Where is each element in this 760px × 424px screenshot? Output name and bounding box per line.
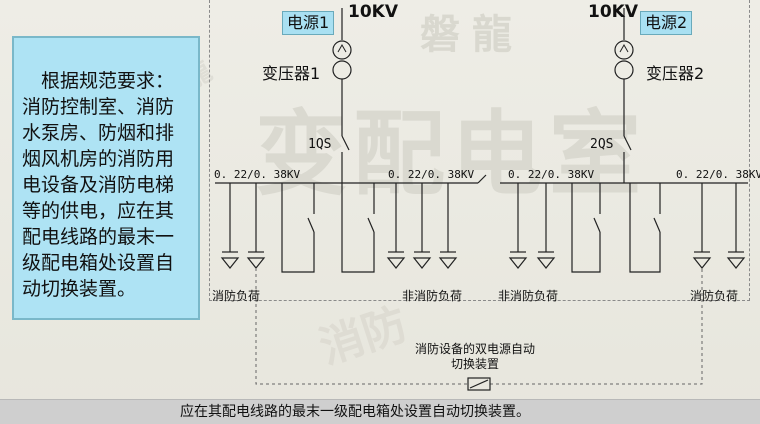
- ats-left-lead: [255, 268, 468, 385]
- source2-voltage: 10KV: [588, 2, 638, 22]
- footer-bar: 应在其配电线路的最末一级配电箱处设置自动切换装置。: [0, 399, 760, 424]
- feeder-loop-4: [629, 183, 661, 273]
- bus-voltage-1: 0. 22/0. 38KV: [214, 168, 301, 181]
- bus-voltage-4: 0. 22/0. 38KV: [676, 168, 760, 181]
- footer-note: 应在其配电线路的最末一级配电箱处设置自动切换装置。: [180, 404, 530, 420]
- feeder-switch-3: [593, 217, 601, 233]
- load-label-nonfire-2: 非消防负荷: [498, 289, 559, 303]
- switch-1qs-label: 1QS: [308, 137, 332, 152]
- load-fire-left-a: [220, 257, 240, 269]
- load-nonfire-2b: [536, 257, 556, 269]
- transformer1-arrow: [337, 43, 347, 53]
- ats-device: [467, 377, 491, 391]
- load-fire-right-a: [692, 257, 712, 269]
- requirement-body: 消防控制室、消防水泵房、防烟和排烟风机房的消防用电设备及消防电梯等的供电，应在其…: [22, 96, 175, 300]
- transformer2-label: 变压器2: [646, 64, 705, 83]
- diagram-panel: [209, 0, 750, 301]
- load-label-nonfire-1: 非消防负荷: [402, 289, 463, 303]
- ats-caption-line2: 切换装置: [450, 357, 499, 371]
- ats-caption-line1: 消防设备的双电源自动: [414, 342, 535, 356]
- load-nonfire-2a: [508, 257, 528, 269]
- transformer1-upper-winding: [332, 40, 352, 60]
- bus-tie-switch: [477, 174, 487, 184]
- transformer2-lower-winding: [614, 60, 634, 80]
- ats-right-lead: [490, 268, 703, 385]
- transformer2-upper-winding: [614, 40, 634, 60]
- ats-caption: 消防设备的双电源自动 切换装置: [400, 342, 550, 372]
- feeder-loop-2: [341, 183, 375, 273]
- feeder-switch-2: [367, 217, 375, 233]
- transformer1-label: 变压器1: [262, 64, 321, 83]
- load-label-fire-right: 消防负荷: [690, 289, 739, 303]
- bus-voltage-2: 0. 22/0. 38KV: [388, 168, 475, 181]
- source1-voltage: 10KV: [348, 2, 398, 22]
- transformer1-lower-winding: [332, 60, 352, 80]
- ats-contact: [469, 379, 489, 389]
- load-label-fire-left: 消防负荷: [212, 289, 261, 303]
- switch-2qs-label: 2QS: [590, 137, 614, 152]
- switch-2qs: [623, 135, 632, 151]
- feeder-loop-3: [571, 183, 601, 273]
- load-fire-left-b: [246, 257, 266, 269]
- bus-voltage-3: 0. 22/0. 38KV: [508, 168, 595, 181]
- source1-label: 电源1: [282, 11, 335, 35]
- load-fire-right-b: [726, 257, 746, 269]
- switch-1qs: [341, 135, 350, 151]
- source2-label: 电源2: [640, 11, 693, 35]
- load-nonfire-1b: [412, 257, 432, 269]
- requirement-heading: 根据规范要求：: [41, 70, 175, 92]
- transformer2-arrow: [619, 43, 629, 53]
- load-nonfire-1c: [438, 257, 458, 269]
- requirement-text-box: 根据规范要求： 消防控制室、消防水泵房、防烟和排烟风机房的消防用电设备及消防电梯…: [12, 36, 200, 320]
- load-nonfire-1a: [386, 257, 406, 269]
- feeder-loop-1: [281, 183, 315, 273]
- feeder-switch-4: [653, 217, 661, 233]
- feeder-switch-1: [307, 217, 315, 233]
